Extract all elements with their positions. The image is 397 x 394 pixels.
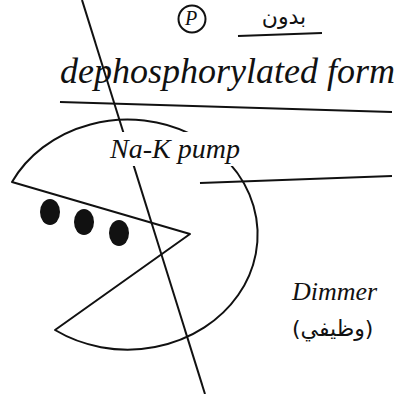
- underline: [60, 102, 392, 112]
- underline: [200, 176, 392, 183]
- node-text: P: [176, 6, 206, 30]
- ion-dot: [109, 220, 129, 246]
- ion-dot: [40, 199, 60, 225]
- ion-dot: [74, 209, 94, 235]
- handwritten-label: بدون: [244, 4, 324, 30]
- handwritten-label: dephosphorylated form: [55, 32, 395, 110]
- pump-shape: Na-K pump: [0, 110, 310, 360]
- handwritten-label: Dimmer: [292, 276, 392, 307]
- underline: [238, 33, 322, 36]
- circled-letter: P: [176, 4, 208, 34]
- node-text: Na-K pump: [110, 132, 260, 166]
- handwritten-label: (وظيفي): [292, 316, 382, 342]
